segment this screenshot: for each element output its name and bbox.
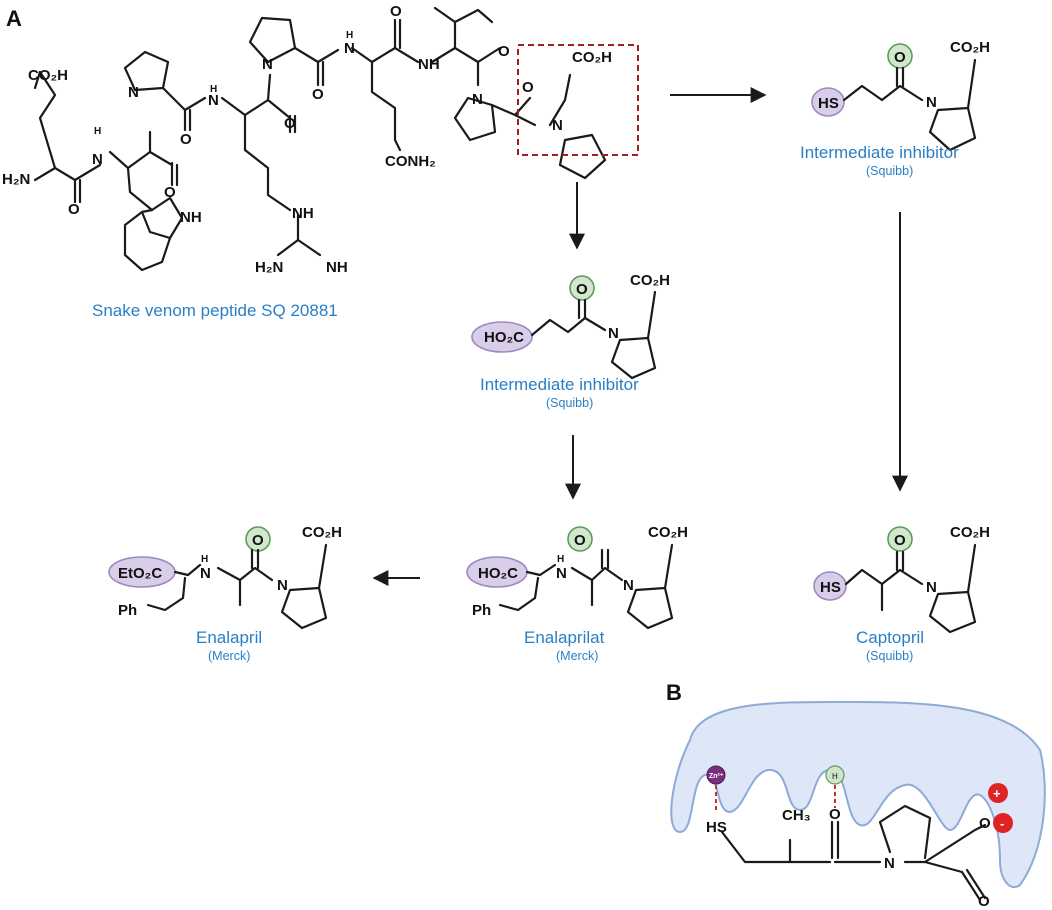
zinc-label: Zn²⁺	[709, 773, 724, 780]
gln-carbonyl-o: O	[390, 3, 402, 20]
enalaprilat-co2h: CO₂H	[648, 524, 688, 541]
pro1-carbonyl-o: O	[180, 131, 192, 148]
enalaprilat-pro-n: N	[623, 577, 634, 594]
negative-charge	[993, 813, 1013, 833]
inter1-n: N	[926, 94, 937, 111]
inter2-o: O	[576, 281, 588, 298]
captopril-co2h: CO₂H	[950, 524, 990, 541]
arg-guanidine-nh: NH	[292, 205, 314, 222]
enalaprilat-ho2c: HO₂C	[478, 565, 518, 582]
enalapril-co2h: CO₂H	[302, 524, 342, 541]
enalapril-sub: (Merck)	[208, 649, 250, 663]
glu-amide-n: N	[92, 151, 103, 168]
enalapril-pro-n: N	[277, 577, 288, 594]
carboxyl-highlight	[471, 321, 533, 353]
arg-amide-h: H	[210, 84, 217, 95]
snake-venom-peptide-structure: CO₂H H₂N O N H O NH N O N H O NH H₂N NH …	[2, 3, 639, 276]
captopril-bound-o: O	[829, 806, 841, 823]
hydrogen-donor	[825, 765, 845, 785]
gln-amide-h: H	[346, 30, 353, 41]
inter1-hs: HS	[818, 95, 839, 112]
carbonyl-highlight	[569, 275, 595, 301]
snake-venom-title: Snake venom peptide SQ 20881	[92, 301, 338, 320]
captopril-title: Captopril	[856, 628, 924, 647]
enzyme-binding-model: Zn²⁺ H + - HS CH₃ O N O O	[670, 700, 1046, 910]
negative-sign: -	[1000, 816, 1004, 831]
trp-indole-nh: NH	[180, 209, 202, 226]
captopril-structure: HS O N CO₂H	[813, 524, 990, 634]
pro2-carbonyl-o: O	[312, 86, 324, 103]
captopril-bound-n: N	[884, 855, 895, 872]
hydrogen-label: H	[832, 772, 838, 781]
enalapril-ph: Ph	[118, 602, 137, 619]
glu-h2n: H₂N	[2, 171, 30, 188]
captopril-bound-hs: HS	[706, 819, 727, 836]
enalaprilat-title: Enalaprilat	[524, 628, 605, 647]
pro3-carbonyl-o: O	[522, 79, 534, 96]
glu-amide-h: H	[94, 126, 101, 137]
intermediate-inhibitor-2-structure: HO₂C O N CO₂H	[471, 272, 670, 380]
enalaprilat-ph: Ph	[472, 602, 491, 619]
intermediate-1-sub: (Squibb)	[866, 164, 913, 178]
gln-amide-n: N	[344, 40, 355, 57]
intermediate-2-title: Intermediate inhibitor	[480, 375, 639, 394]
arg-amide-n: N	[208, 92, 219, 109]
enalapril-n: N	[200, 565, 211, 582]
arg-imine-nh: NH	[326, 259, 348, 276]
captopril-hs: HS	[820, 579, 841, 596]
glu-co2h: CO₂H	[28, 67, 68, 84]
captopril-n: N	[926, 579, 937, 596]
zinc-ion	[706, 765, 726, 785]
pro4-n: N	[552, 117, 563, 134]
inter2-n: N	[608, 325, 619, 342]
inter1-co2h: CO₂H	[950, 39, 990, 56]
enalaprilat-h: H	[557, 554, 564, 565]
intermediate-1-title: Intermediate inhibitor	[800, 143, 959, 162]
positive-charge	[988, 783, 1008, 803]
trp-carbonyl-o: O	[164, 184, 176, 201]
enalapril-structure: EtO₂C N H O N CO₂H Ph	[108, 524, 342, 630]
inter1-o: O	[894, 49, 906, 66]
captopril-bound-carboxylate-o: O	[979, 815, 991, 832]
enalapril-eto2c: EtO₂C	[118, 565, 162, 582]
positive-sign: +	[993, 786, 1001, 801]
ile-amide-nh: NH	[418, 56, 440, 73]
gln-conh2: CONH₂	[385, 153, 436, 170]
pro2-n: N	[262, 56, 273, 73]
intermediate-2-sub: (Squibb)	[546, 396, 593, 410]
thiol-highlight	[813, 571, 847, 601]
arg-h2n: H₂N	[255, 259, 283, 276]
panel-label-b: B	[666, 680, 682, 705]
enalaprilat-n: N	[556, 565, 567, 582]
pro3-n: N	[472, 91, 483, 108]
enalapril-h: H	[201, 554, 208, 565]
captopril-bound-ch3: CH₃	[782, 807, 811, 824]
enalaprilat-structure: HO₂C N H O N CO₂H Ph	[466, 524, 688, 630]
enzyme-pocket	[670, 700, 1046, 888]
carbonyl-highlight	[887, 43, 913, 69]
inter2-co2h: CO₂H	[630, 272, 670, 289]
captopril-bound-carbonyl-o: O	[978, 893, 990, 910]
glu-carbonyl-o: O	[68, 201, 80, 218]
enalapril-title: Enalapril	[196, 628, 262, 647]
panel-label-a: A	[6, 6, 22, 31]
enalaprilat-o: O	[574, 532, 586, 549]
inter2-ho2c: HO₂C	[484, 329, 524, 346]
carbonyl-highlight	[567, 526, 593, 552]
captopril-sub: (Squibb)	[866, 649, 913, 663]
arg-carbonyl-o: O	[284, 115, 296, 132]
enalaprilat-sub: (Merck)	[556, 649, 598, 663]
ile-carbonyl-o: O	[498, 43, 510, 60]
proline-highlight-box	[517, 44, 639, 156]
thiol-highlight	[811, 87, 845, 117]
pro1-n: N	[128, 84, 139, 101]
pro4-co2h: CO₂H	[572, 49, 612, 66]
captopril-o: O	[894, 532, 906, 549]
carbonyl-highlight	[887, 526, 913, 552]
intermediate-inhibitor-1-structure: HS O N CO₂H	[811, 39, 990, 152]
enalapril-o: O	[252, 532, 264, 549]
